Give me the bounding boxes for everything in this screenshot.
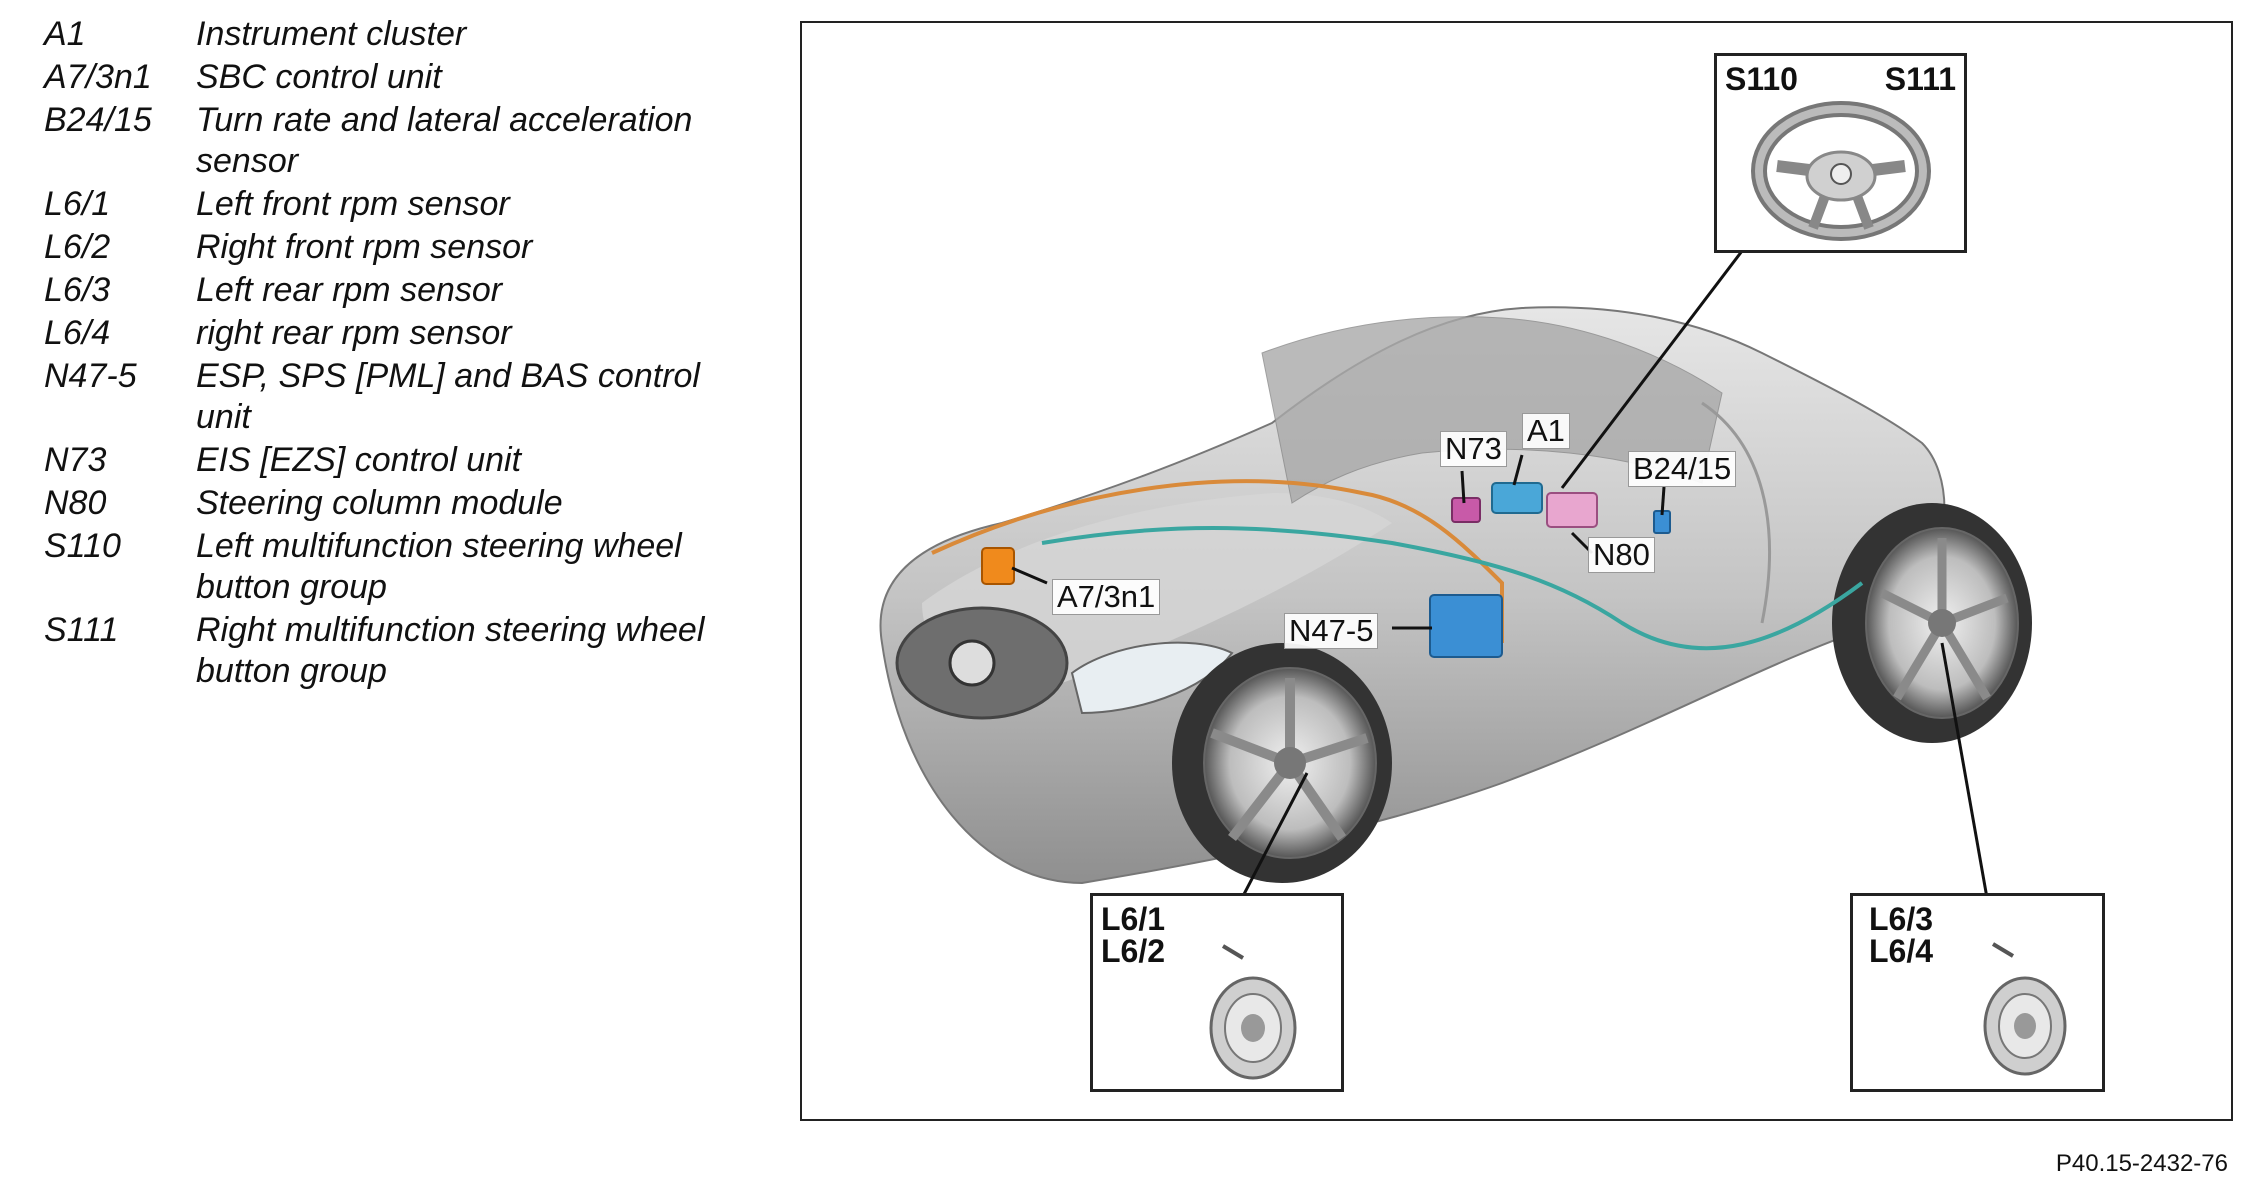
inset-label-l6-3: L6/3 [1869, 901, 1934, 937]
mercedes-star-icon [948, 639, 996, 687]
inset-label-l6-1: L6/1 [1101, 901, 1166, 937]
car-door-line [1701, 401, 1771, 624]
inset-label-s111: S111 [1884, 61, 1956, 97]
legend-row: L6/3 Left rear rpm sensor [44, 270, 744, 311]
inset-label-l6-2: L6/2 [1101, 933, 1166, 969]
leader-a1 [1512, 454, 1524, 486]
diagram-frame: A7/3n1 N73 A1 B24/15 N80 N47-5 S110 S111… [800, 21, 2233, 1121]
wiring-orange [931, 479, 1504, 643]
callout-a1: A1 [1522, 413, 1570, 449]
legend-desc: Left rear rpm sensor [196, 271, 503, 309]
legend-code: B24/15 [44, 101, 152, 139]
legend-desc: SBC control unit [196, 58, 442, 96]
front-wheel [1172, 643, 1392, 883]
legend-code: N80 [44, 484, 107, 522]
figure-id: P40.15-2432-76 [2055, 1150, 2228, 1177]
legend-desc: EIS [EZS] control unit [196, 441, 522, 479]
car-cabin [1261, 316, 1723, 504]
legend-row: N73 EIS [EZS] control unit [44, 440, 744, 481]
legend-row: S110 Left multifunction steering wheel bu… [44, 526, 744, 608]
legend-row: S111 Right multifunction steering wheel b… [44, 610, 744, 692]
legend-desc: Instrument cluster [196, 15, 467, 53]
legend-code: A7/3n1 [44, 58, 152, 96]
car-headlight [1070, 641, 1234, 715]
legend-code: S110 [44, 527, 121, 565]
legend: A1 Instrument cluster A7/3n1 SBC control u… [44, 14, 744, 694]
rpm-sensor-disc-icon [1983, 942, 2067, 1076]
steering-column-module [1546, 492, 1598, 528]
callout-n80: N80 [1588, 537, 1655, 573]
legend-code: L6/2 [44, 228, 111, 266]
leader-b24 [1660, 486, 1666, 516]
leader-l6-rear [1940, 642, 1989, 899]
legend-code: L6/3 [44, 271, 111, 309]
legend-row: A7/3n1 SBC control unit [44, 57, 744, 98]
rpm-sensor-disc-icon [1209, 944, 1297, 1080]
legend-desc: Left front rpm sensor [196, 185, 510, 223]
callout-n47-5: N47-5 [1284, 613, 1379, 649]
rear-wheel [1832, 503, 2032, 743]
callout-b24-15: B24/15 [1628, 451, 1737, 487]
callout-n73: N73 [1440, 431, 1507, 467]
legend-code: S111 [44, 611, 119, 649]
legend-desc: Right multifunction steering wheel butto… [196, 611, 705, 690]
leader-n73 [1460, 470, 1466, 504]
legend-code: N73 [44, 441, 107, 479]
steering-wheel-icon [1751, 101, 1931, 241]
wiring-teal [1041, 526, 1864, 651]
steering-wheel-inset: S110 S111 [1714, 53, 1967, 253]
leader-s110-s111 [1560, 250, 1744, 489]
legend-desc: Turn rate and lateral acceleration senso… [196, 101, 693, 180]
callout-a7-3n1: A7/3n1 [1052, 579, 1161, 615]
legend-row: B24/15 Turn rate and lateral acceleration… [44, 100, 744, 182]
legend-code: L6/1 [44, 185, 111, 223]
leader-l6-front [1240, 772, 1309, 899]
legend-desc: ESP, SPS [PML] and BAS control unit [196, 357, 700, 436]
eis-control-unit [1451, 497, 1481, 523]
sbc-control-unit [981, 547, 1015, 585]
legend-row: N47-5 ESP, SPS [PML] and BAS control unit [44, 356, 744, 438]
legend-desc: Right front rpm sensor [196, 228, 533, 266]
inset-label-l6-4: L6/4 [1869, 933, 1934, 969]
inset-label-s110: S110 [1725, 61, 1798, 97]
legend-row: N80 Steering column module [44, 483, 744, 524]
legend-desc: Steering column module [196, 484, 563, 522]
instrument-cluster [1491, 482, 1543, 514]
legend-row: L6/2 Right front rpm sensor [44, 227, 744, 268]
legend-row: L6/1 Left front rpm sensor [44, 184, 744, 225]
legend-row: A1 Instrument cluster [44, 14, 744, 55]
rear-rpm-sensor-inset: L6/3 L6/4 [1850, 893, 2105, 1092]
legend-desc: Left multifunction steering wheel button… [196, 527, 682, 606]
leader-a7 [1011, 566, 1048, 585]
legend-code: N47-5 [44, 357, 137, 395]
esp-control-unit [1429, 594, 1503, 658]
legend-code: A1 [44, 15, 86, 53]
front-rpm-sensor-inset: L6/1 L6/2 [1090, 893, 1344, 1092]
legend-code: L6/4 [44, 314, 111, 352]
legend-desc: right rear rpm sensor [196, 314, 512, 352]
legend-row: L6/4 right rear rpm sensor [44, 313, 744, 354]
